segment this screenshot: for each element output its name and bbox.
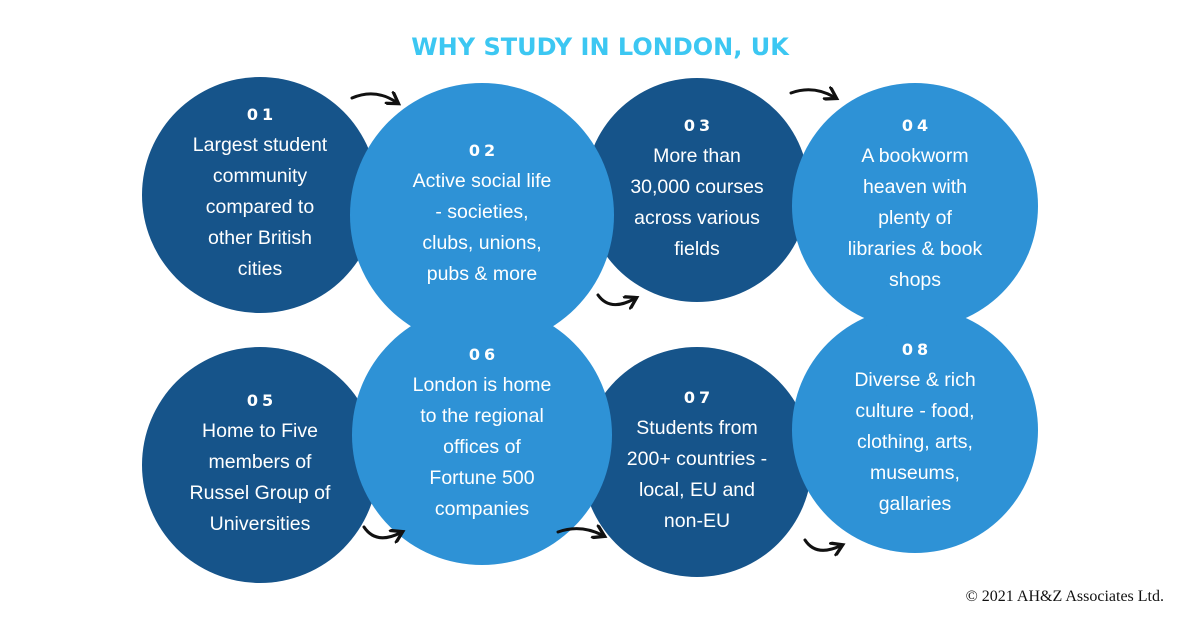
reason-text: Largest student community compared to ot… <box>192 134 328 280</box>
reason-circle-05: 05 Home to Five members of Russel Group … <box>142 347 378 583</box>
reason-number: 07 <box>683 387 715 407</box>
reason-circle-06: 06 London is home to the regional office… <box>352 305 612 565</box>
copyright-footer: © 2021 AH&Z Associates Ltd. <box>965 588 1164 605</box>
reason-text: Diverse & rich culture - food, clothing,… <box>854 369 976 515</box>
arrow-icon-03-04 <box>789 90 834 97</box>
arrow-icon-01-02 <box>350 94 396 102</box>
reason-text: Students from 200+ countries - local, EU… <box>626 416 768 532</box>
reason-number: 02 <box>468 140 500 160</box>
reason-text: Active social life - societies, clubs, u… <box>412 169 552 285</box>
reason-circle-03: 03 More than 30,000 courses across vario… <box>585 78 809 302</box>
reason-number: 05 <box>246 390 278 410</box>
reason-text: Home to Five members of Russel Group of … <box>189 419 331 535</box>
reason-circle-04: 04 A bookworm heaven with plenty of libr… <box>792 83 1038 329</box>
reason-number: 08 <box>901 340 933 359</box>
reason-circle-02: 02 Active social life - societies, clubs… <box>350 83 614 347</box>
reason-text: More than 30,000 courses across various … <box>630 144 764 260</box>
arrow-icon-07-08 <box>803 538 840 550</box>
reason-number: 01 <box>246 105 278 124</box>
reason-number: 06 <box>468 345 500 364</box>
reason-text: A bookworm heaven with plenty of librari… <box>847 145 983 291</box>
arrow-icon-02-03 <box>596 293 634 305</box>
reason-circle-08: 08 Diverse & rich culture - food, clothi… <box>792 307 1038 553</box>
reason-circle-07: 07 Students from 200+ countries - local,… <box>582 347 812 577</box>
reason-number: 04 <box>901 116 933 135</box>
reason-number: 03 <box>683 115 715 135</box>
reason-text: London is home to the regional offices o… <box>412 374 552 520</box>
page-title: WHY STUDY IN LONDON, UK <box>411 33 789 61</box>
reason-circle-01: 01 Largest student community compared to… <box>142 77 378 313</box>
